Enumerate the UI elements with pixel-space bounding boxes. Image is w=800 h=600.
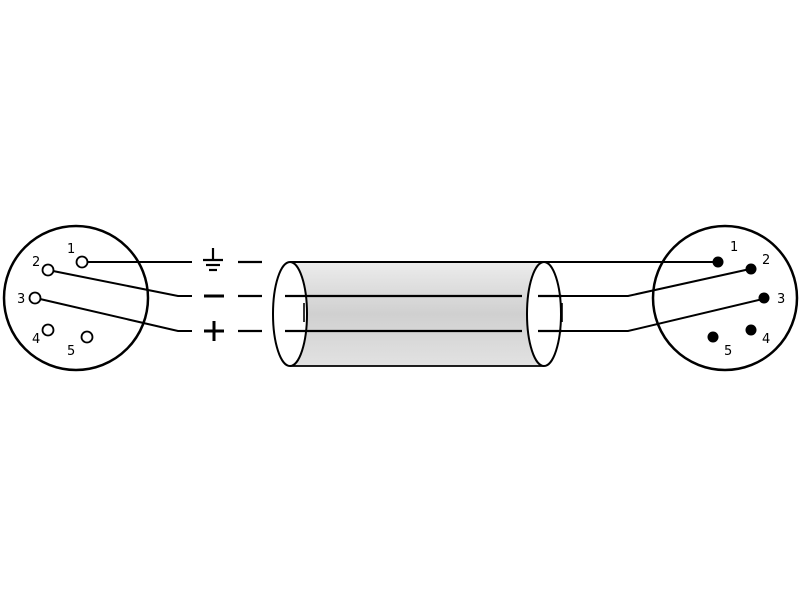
left-wire-plus (39, 298, 192, 332)
right-pin-3 (758, 292, 770, 304)
ground-symbol (203, 248, 223, 272)
right-pin-5-label: 5 (724, 344, 732, 359)
right-pin-2-label: 2 (762, 253, 770, 268)
left-connector: 1 2 3 4 5 (2, 224, 150, 372)
right-pin-4 (745, 324, 757, 336)
left-pin-4-label: 4 (32, 332, 40, 347)
right-pin-1-label: 1 (730, 240, 738, 255)
right-wires (544, 261, 764, 332)
cable-right-end (526, 261, 562, 367)
right-connector: 1 2 3 4 5 (651, 224, 799, 372)
right-connector-body (651, 224, 799, 372)
left-pin-3-label: 3 (17, 292, 25, 307)
right-pin-5 (707, 331, 719, 343)
left-wire-minus (52, 270, 192, 297)
left-pin-1 (75, 255, 89, 269)
left-pin-5-label: 5 (67, 344, 75, 359)
left-pin-1-label: 1 (67, 242, 75, 257)
right-pin-4-label: 4 (762, 332, 770, 347)
cable (272, 261, 563, 367)
left-wires (39, 261, 192, 332)
plus-symbol (204, 321, 224, 341)
right-pin-3-label: 3 (777, 292, 785, 307)
cable-body (276, 262, 558, 366)
left-pin-2 (41, 263, 55, 277)
right-pin-1 (712, 256, 724, 268)
left-connector-body (2, 224, 150, 372)
left-pin-2-label: 2 (32, 255, 40, 270)
cable-left-end (272, 261, 308, 367)
left-dash-segments (238, 260, 262, 333)
right-wire-minus (562, 268, 751, 297)
left-pin-3 (28, 291, 42, 305)
right-wire-plus (562, 298, 764, 332)
left-pin-5 (80, 330, 94, 344)
right-pin-2 (745, 263, 757, 275)
left-pin-4 (41, 323, 55, 337)
